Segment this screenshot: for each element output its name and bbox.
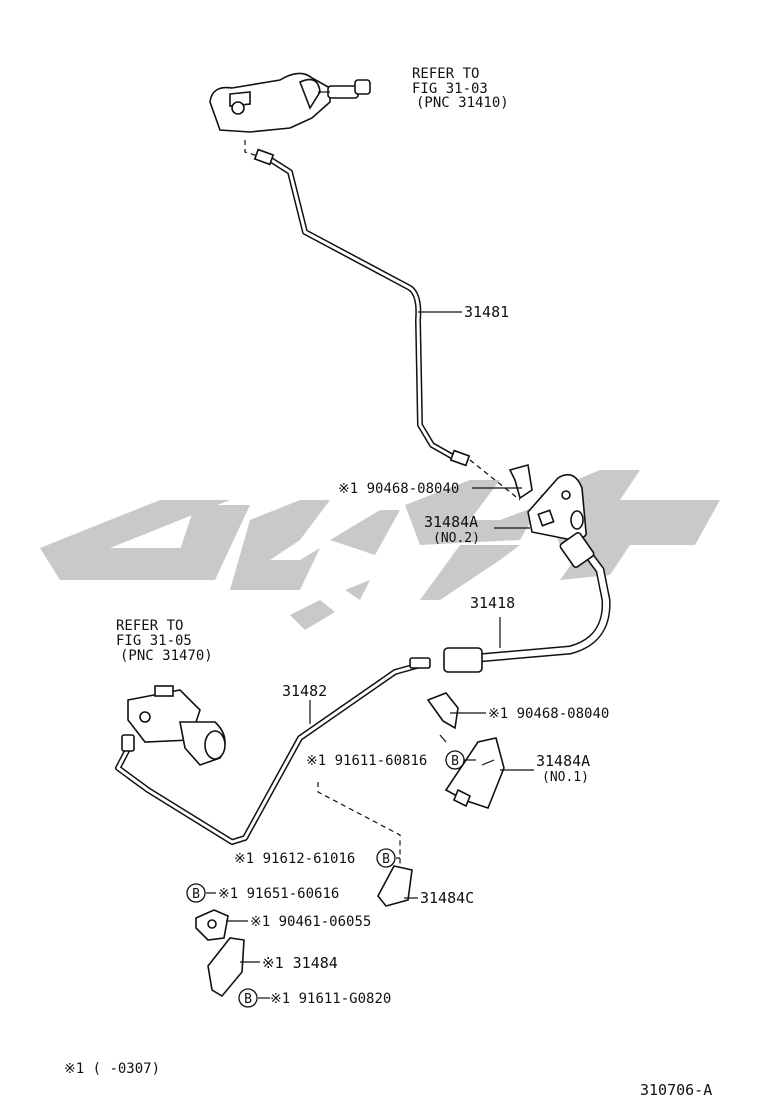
- ref-left-line2: FIG 31-05: [116, 633, 192, 649]
- leader-lines: [206, 311, 534, 999]
- bracket-31484: [207, 937, 245, 998]
- svg-text:B: B: [382, 852, 390, 867]
- label-31484: ※1 31484: [262, 954, 338, 972]
- flex-hose-31418: [443, 532, 611, 673]
- b-marker-61016: B: [376, 848, 396, 868]
- label-31482: 31482: [282, 682, 327, 700]
- label-31481: 31481: [464, 303, 509, 321]
- svg-text:B: B: [451, 754, 459, 769]
- footnote: ※1 ( -0307): [64, 1061, 160, 1077]
- label-91651-60616: ※1 91651-60616: [218, 886, 339, 902]
- svg-text:B: B: [244, 992, 252, 1007]
- release-cylinder: [127, 685, 226, 766]
- label-31484C: 31484C: [420, 889, 474, 907]
- bracket-31484A-no1: [444, 737, 505, 809]
- ref-top-line3: (PNC 31410): [416, 95, 509, 111]
- pipe-31481: [253, 148, 471, 467]
- svg-text:B: B: [192, 887, 200, 902]
- label-31484A-no2: 31484A: [424, 513, 478, 531]
- label-91612-61016: ※1 91612-61016: [234, 851, 355, 867]
- label-31418: 31418: [470, 594, 515, 612]
- label-90461-06055: ※1 90461-06055: [250, 914, 371, 930]
- ref-left-line3: (PNC 31470): [120, 648, 213, 664]
- label-31484A-no1: 31484A: [536, 752, 590, 770]
- b-marker-60816: B: [445, 750, 465, 770]
- clip-90468-lower: [426, 692, 459, 730]
- figure-id: 310706-A: [640, 1081, 712, 1099]
- ref-left-line1: REFER TO: [116, 618, 183, 634]
- pipe-31482: [115, 657, 431, 845]
- b-marker-60616: B: [186, 883, 206, 903]
- label-31484A-no1-note: (NO.1): [542, 770, 589, 785]
- bracket-31484C: [377, 865, 413, 907]
- label-91611-G0820: ※1 91611-G0820: [270, 991, 391, 1007]
- ref-top-line2: FIG 31-03: [412, 81, 488, 97]
- clamp-90461: [195, 909, 229, 941]
- b-marker-g0820: B: [238, 988, 258, 1008]
- ref-top-line1: REFER TO: [412, 66, 479, 82]
- bracket-31484A-no2: [527, 473, 588, 541]
- label-91611-60816: ※1 91611-60816: [306, 753, 427, 769]
- label-clip-b: ※1 90468-08040: [488, 706, 609, 722]
- clip-90468-top: [508, 463, 533, 500]
- label-clip-a: ※1 90468-08040: [338, 481, 459, 497]
- label-31484A-no2-note: (NO.2): [433, 531, 480, 546]
- master-cylinder-top: [209, 72, 371, 133]
